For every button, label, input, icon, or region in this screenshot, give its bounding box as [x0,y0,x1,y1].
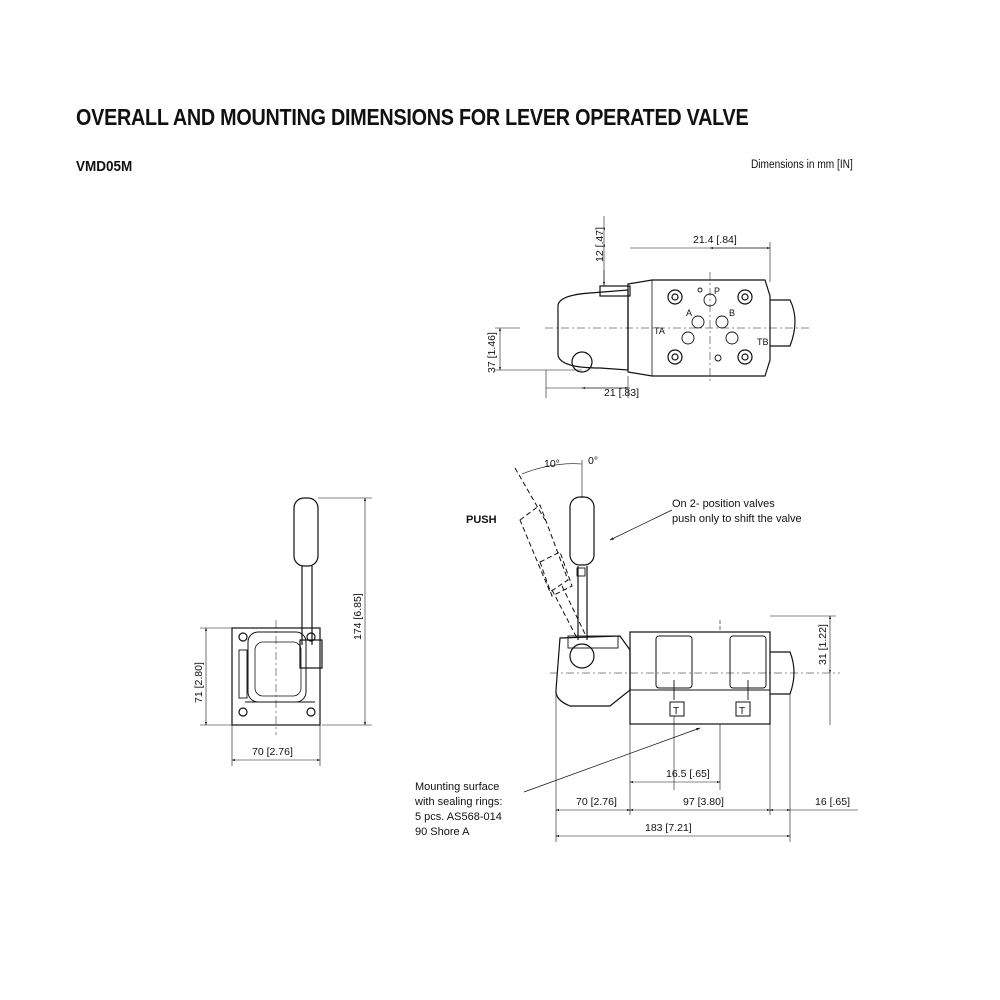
note-2pos-line1: On 2- position valves [672,498,775,510]
dim-16-5: 16.5 [.65] [666,768,710,780]
dim-21: 21 [.83] [604,387,639,399]
side-valve-body [629,631,771,725]
model-code: VMD05M [76,158,133,175]
mount-note-line4: 90 Shore A [415,826,470,838]
side-pivot-ball [569,643,595,669]
left-corner-screws [238,632,316,717]
top-actuator-housing [557,289,629,371]
dim-12: 12 [.47] [594,227,606,262]
dim-174: 174 [6.85] [352,593,364,640]
note-2pos-line2: push only to shift the valve [672,513,802,525]
dim-31: 31 [1.22] [817,624,829,665]
top-valve-body [627,279,771,377]
mount-note-line1: Mounting surface [415,781,499,793]
leader-mount-note [523,727,701,793]
top-mount-screws [667,289,753,365]
left-view [200,497,372,766]
dim-21-4: 21.4 [.84] [693,234,737,246]
left-lever-grip [293,497,319,567]
dim-70-side: 70 [2.76] [576,796,617,808]
dim-37: 37 [1.46] [486,332,498,373]
side-end-cap [770,651,795,695]
dim-97: 97 [3.80] [683,796,724,808]
top-lever-knob [571,351,593,373]
lever-tilted-position [514,467,587,641]
side-view: T T [514,460,858,842]
left-lever-collar [299,639,323,669]
port-ta-label: TA [654,326,665,336]
side-actuator-housing [555,635,631,707]
dim-16: 16 [.65] [815,796,850,808]
mount-note-line2: with sealing rings: [414,796,502,808]
angle-10-label: 10° [544,458,560,470]
svg-text:T: T [673,706,679,717]
dim-183: 183 [7.21] [645,822,692,834]
mount-note-line3: 5 pcs. AS568-014 [415,811,502,823]
push-label: PUSH [466,514,497,526]
angle-0-label: 0° [588,455,598,467]
port-a-label: A [686,308,692,318]
side-lever-grip [569,496,595,566]
top-view [495,216,810,398]
top-end-cap [770,299,796,347]
port-tb-label: TB [757,337,769,347]
port-p-label: P [714,286,720,296]
units-note: Dimensions in mm [IN] [751,159,853,171]
svg-text:T: T [739,706,745,717]
page-title: OVERALL AND MOUNTING DIMENSIONS FOR LEVE… [76,104,749,130]
dim-70-left: 70 [2.76] [252,746,293,758]
angle-arc [521,463,583,475]
leader-2pos-note [609,509,673,541]
dim-71: 71 [2.80] [193,662,205,703]
port-b-label: B [729,308,735,318]
top-lever-mount [599,285,631,297]
